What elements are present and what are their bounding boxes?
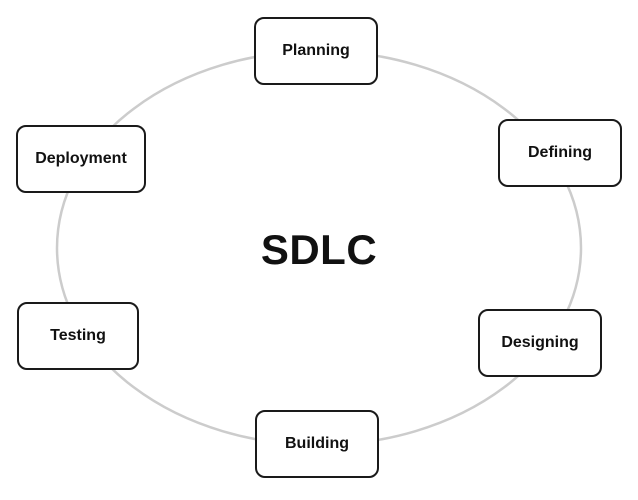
stage-building: Building xyxy=(255,410,379,478)
stage-defining-label: Defining xyxy=(528,144,592,161)
stage-designing-label: Designing xyxy=(501,334,579,351)
stage-deployment-label: Deployment xyxy=(35,150,127,167)
stage-planning-label: Planning xyxy=(282,42,350,59)
stage-testing-label: Testing xyxy=(50,327,106,344)
stage-building-label: Building xyxy=(285,435,349,452)
stage-planning: Planning xyxy=(254,17,378,85)
stage-designing: Designing xyxy=(478,309,602,377)
stage-defining: Defining xyxy=(498,119,622,187)
stage-testing: Testing xyxy=(17,302,139,370)
stage-deployment: Deployment xyxy=(16,125,146,193)
center-title: SDLC xyxy=(260,226,378,273)
